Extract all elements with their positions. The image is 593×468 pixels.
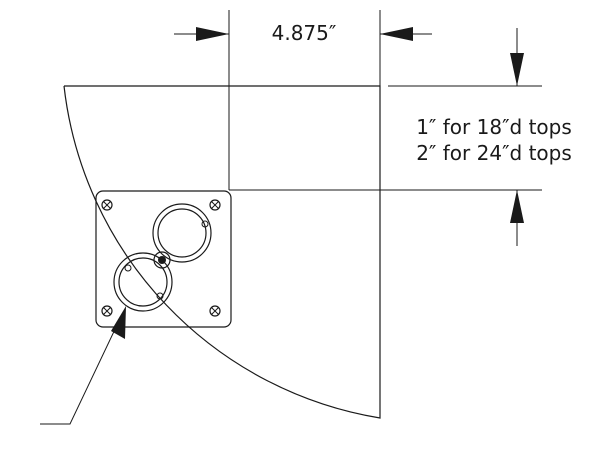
plate-outline — [95, 190, 232, 328]
leader-arrow — [40, 306, 126, 425]
center-knob-icon — [153, 251, 171, 269]
screw-bottom-right-icon — [209, 305, 221, 317]
grommet-lower-ring — [113, 252, 173, 312]
dimension-arrows-vertical — [510, 28, 524, 246]
horizontal-offset-label: 4.875″ — [272, 21, 337, 45]
mounting-plate — [95, 190, 232, 328]
screw-top-right-icon — [209, 199, 221, 211]
grommet-upper-ring — [152, 203, 212, 263]
screw-bottom-left-icon — [101, 305, 113, 317]
screw-top-left-icon — [101, 199, 113, 211]
setback-label-18d: 1″ for 18″d tops — [416, 115, 572, 139]
dimension-arrows-horizontal — [174, 27, 432, 41]
setback-label-24d: 2″ for 24″d tops — [416, 141, 572, 165]
tabletop-outline — [63, 85, 381, 419]
